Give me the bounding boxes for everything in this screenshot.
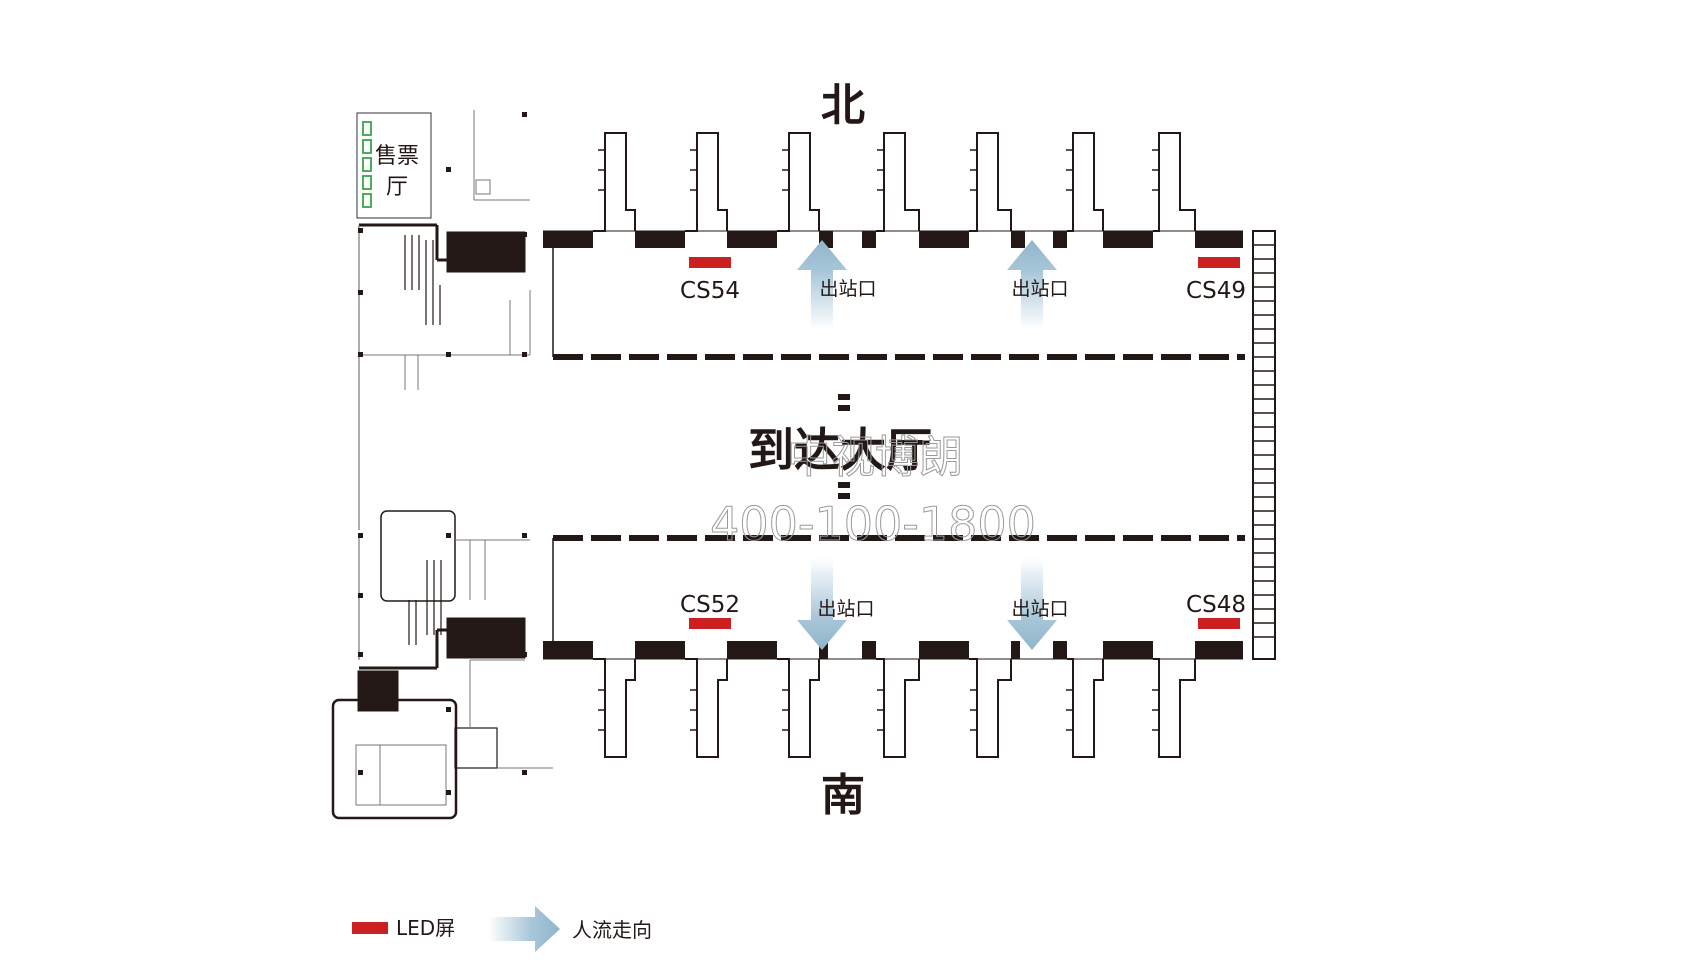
led-screen-cs54 (689, 257, 731, 268)
north-stair (1153, 132, 1196, 232)
north-stair (777, 132, 820, 232)
north-wall-seg (543, 231, 593, 248)
north-wall-seg (919, 231, 969, 248)
south-wall-seg (819, 641, 828, 659)
south-stair (1153, 658, 1196, 758)
led-label-cs52: CS52 (680, 592, 740, 618)
exit-arrow-down-icon (797, 558, 847, 650)
north-platform (543, 132, 1243, 248)
south-wall-seg (727, 641, 777, 659)
led-screen-cs49 (1198, 257, 1240, 268)
north-wall-seg (1011, 231, 1025, 248)
ticket-hall-label-line1: 售票 (375, 144, 419, 169)
exit-arrow-up-icon (1007, 240, 1057, 330)
north-stair (593, 132, 636, 232)
north-label: 北 (821, 80, 865, 131)
south-wall-seg (862, 641, 876, 659)
north-wall-seg (862, 231, 876, 248)
south-wall-seg (1011, 641, 1020, 659)
south-stair (777, 658, 820, 758)
led-screens (689, 257, 1240, 629)
north-stair (969, 132, 1012, 232)
south-wall-seg (1053, 641, 1067, 659)
exit-label: 出站口 (1011, 278, 1068, 300)
east-stair (1252, 230, 1276, 660)
watermark-name: 中视博朗 (787, 432, 963, 483)
south-stair (1067, 658, 1104, 758)
south-stair (685, 658, 728, 758)
led-label-cs54: CS54 (680, 278, 740, 304)
south-wall-seg (635, 641, 685, 659)
exit-arrow-down-icon (1007, 558, 1057, 650)
led-screen-cs52 (689, 618, 731, 629)
south-stair (593, 658, 636, 758)
legend-flow-label: 人流走向 (572, 918, 652, 942)
north-stair (876, 132, 920, 232)
exit-label: 出站口 (1011, 598, 1068, 620)
legend-led-swatch (352, 922, 388, 934)
south-wall-seg (543, 641, 593, 659)
ticket-hall-label-line2: 厅 (386, 175, 408, 200)
north-wall-seg (1103, 231, 1153, 248)
ticket-hall-box (356, 112, 432, 219)
north-wall-seg (1195, 231, 1243, 248)
exit-label: 出站口 (817, 598, 874, 620)
south-wall-seg (919, 641, 969, 659)
south-wall-seg (1103, 641, 1153, 659)
south-stair (876, 658, 920, 758)
north-wall-seg (635, 231, 685, 248)
south-platform (543, 641, 1243, 758)
north-stair (1067, 132, 1104, 232)
led-label-cs48: CS48 (1186, 592, 1246, 618)
exit-arrow-up-icon (797, 240, 847, 330)
watermark-phone: 400-100-1800 (710, 497, 1036, 551)
hall-name: 到达大厅 (748, 423, 932, 477)
north-wall-seg (1053, 231, 1067, 248)
legend-flow-arrow-icon (488, 906, 560, 952)
hall-walls (552, 248, 1245, 641)
flow-arrows (797, 240, 1057, 650)
north-stair (685, 132, 728, 232)
south-wall-seg (1195, 641, 1243, 659)
led-screen-cs48 (1198, 618, 1240, 629)
legend: LED屏 人流走向 (352, 906, 652, 952)
south-stair (969, 658, 1012, 758)
exit-label: 出站口 (819, 278, 876, 300)
west-building (331, 110, 553, 820)
south-label: 南 (821, 770, 865, 821)
legend-led-label: LED屏 (396, 916, 455, 940)
led-label-cs49: CS49 (1186, 278, 1246, 304)
north-wall-seg (727, 231, 777, 248)
